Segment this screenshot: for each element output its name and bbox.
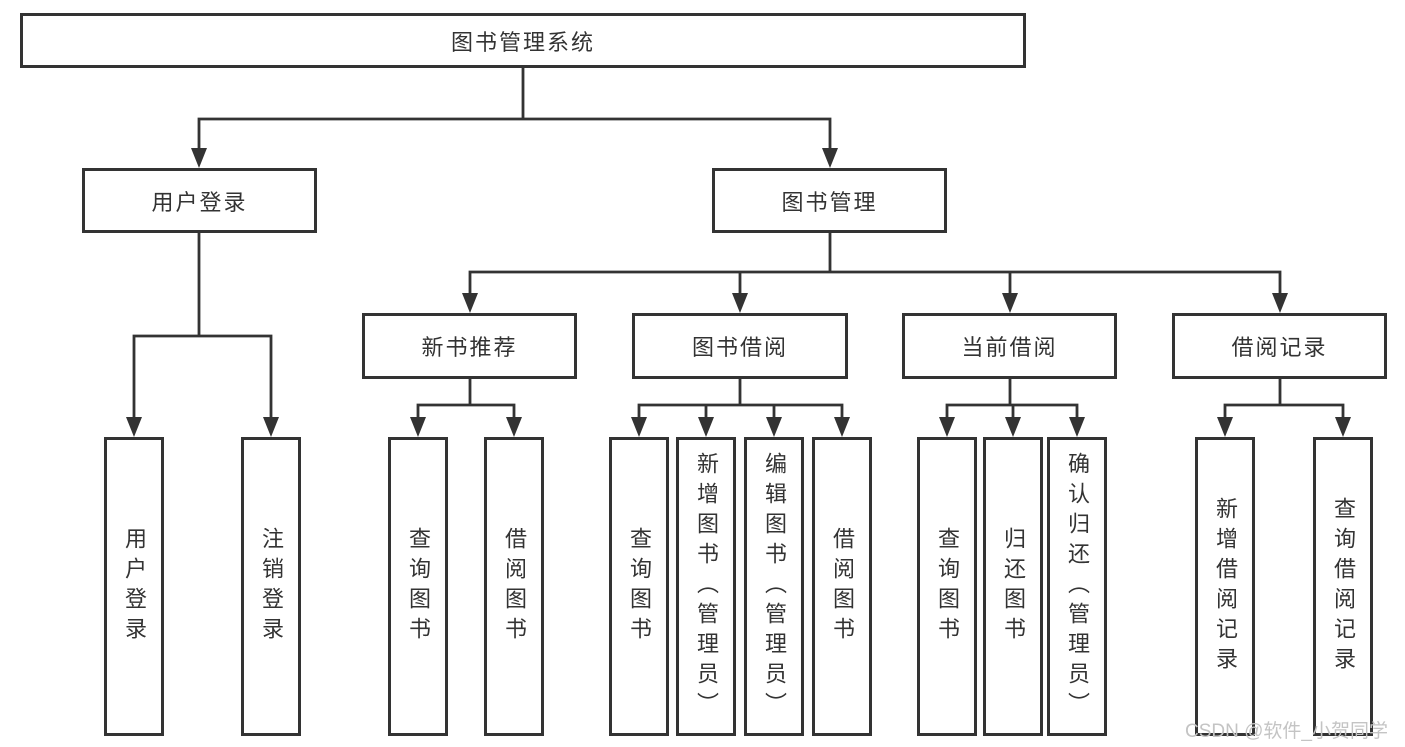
node-book-management: 图书管理 (712, 168, 947, 233)
node-library-management-system: 图书管理系统 (20, 13, 1026, 68)
leaf-borrow-books-recommend: 借阅图书 (484, 437, 544, 736)
leaf-edit-books-admin: 编辑图书（管理员） (744, 437, 804, 736)
node-new-book-recommendation: 新书推荐 (362, 313, 577, 379)
leaf-logout: 注销登录 (241, 437, 301, 736)
leaf-confirm-return-admin: 确认归还（管理员） (1047, 437, 1107, 736)
leaf-add-borrow-record: 新增借阅记录 (1195, 437, 1255, 736)
leaf-query-borrow-record: 查询借阅记录 (1313, 437, 1373, 736)
watermark-csdn: CSDN @软件_小贺同学 (1185, 721, 1388, 742)
leaf-user-login: 用户登录 (104, 437, 164, 736)
leaf-return-books: 归还图书 (983, 437, 1043, 736)
leaf-query-books-borrowing: 查询图书 (609, 437, 669, 736)
leaf-borrow-books-borrowing: 借阅图书 (812, 437, 872, 736)
leaf-add-books-admin: 新增图书（管理员） (676, 437, 736, 736)
node-user-login: 用户登录 (82, 168, 317, 233)
node-borrowing-records: 借阅记录 (1172, 313, 1387, 379)
node-current-borrowing: 当前借阅 (902, 313, 1117, 379)
leaf-query-books-recommend: 查询图书 (388, 437, 448, 736)
connector-wire-paths (132, 68, 1345, 421)
leaf-query-books-current: 查询图书 (917, 437, 977, 736)
node-book-borrowing: 图书借阅 (632, 313, 848, 379)
